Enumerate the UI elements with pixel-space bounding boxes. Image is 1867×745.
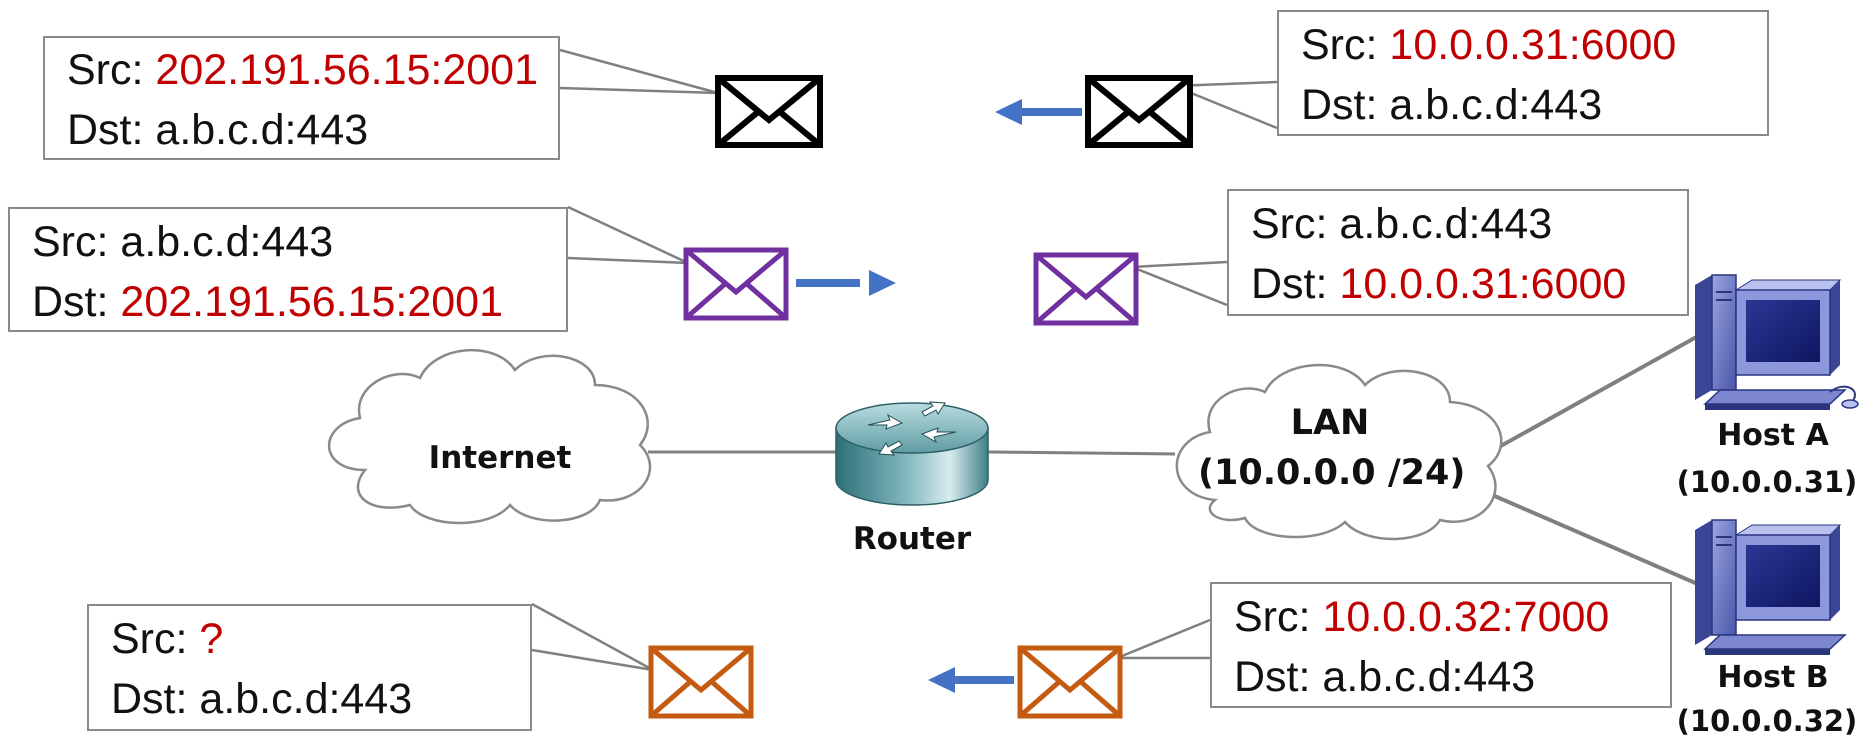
src-label: Src:: [111, 615, 200, 663]
dst-label: Dst:: [1234, 653, 1323, 701]
callout-outbound-original: Src: 10.0.0.31:6000 Dst: a.b.c.d:443: [1277, 10, 1769, 136]
envelope-icon: [1085, 75, 1193, 148]
callout-outbound-translated: Src: 202.191.56.15:2001 Dst: a.b.c.d:443: [43, 36, 560, 160]
src-line: Src: a.b.c.d:443: [32, 212, 566, 272]
callout-inbound-reply: Src: a.b.c.d:443 Dst: 202.191.56.15:2001: [8, 207, 568, 332]
dst-line: Dst: 202.191.56.15:2001: [32, 272, 566, 332]
dst-label: Dst:: [1301, 81, 1390, 129]
dst-value: a.b.c.d:443: [199, 675, 413, 723]
envelope-icon: [683, 247, 789, 321]
callout-connectors: [531, 48, 1278, 672]
host-b-computer-icon: [1695, 519, 1847, 655]
src-value: 10.0.0.32:7000: [1322, 593, 1610, 641]
src-label: Src:: [1301, 21, 1390, 69]
dst-line: Dst: a.b.c.d:443: [111, 669, 530, 729]
src-label: Src:: [1251, 200, 1340, 248]
arrow-left-icon: [995, 99, 1082, 125]
envelope-icon: [648, 645, 754, 719]
internet-cloud-icon: [327, 348, 652, 525]
envelope-icon: [1033, 252, 1139, 326]
router-label: Router: [852, 521, 972, 557]
src-label: Src:: [1234, 593, 1323, 641]
dst-value: 202.191.56.15:2001: [120, 278, 503, 326]
envelope-icon: [1017, 645, 1123, 719]
dst-value: 10.0.0.31:6000: [1339, 260, 1627, 308]
router-lan-link: [987, 450, 1176, 456]
host-a-name-label: Host A: [1717, 418, 1829, 453]
src-value: 10.0.0.31:6000: [1389, 21, 1677, 69]
dst-line: Dst: a.b.c.d:443: [67, 100, 558, 160]
dst-line: Dst: a.b.c.d:443: [1301, 75, 1767, 135]
src-value: a.b.c.d:443: [120, 218, 334, 266]
src-label: Src:: [67, 46, 156, 94]
src-line: Src: ?: [111, 609, 530, 669]
dst-value: a.b.c.d:443: [155, 106, 369, 154]
src-line: Src: 10.0.0.32:7000: [1234, 587, 1670, 647]
callout-question-original: Src: 10.0.0.32:7000 Dst: a.b.c.d:443: [1210, 582, 1672, 708]
lan-label: LAN: [1290, 403, 1370, 443]
src-value: ?: [199, 615, 224, 663]
envelope-icon: [715, 75, 823, 148]
callout-inbound-translated: Src: a.b.c.d:443 Dst: 10.0.0.31:6000: [1227, 189, 1689, 316]
src-line: Src: 10.0.0.31:6000: [1301, 15, 1767, 75]
src-label: Src:: [32, 218, 121, 266]
host-b-name-label: Host B: [1717, 660, 1829, 695]
dst-line: Dst: 10.0.0.31:6000: [1251, 254, 1687, 314]
src-line: Src: a.b.c.d:443: [1251, 194, 1687, 254]
arrow-left-icon: [928, 667, 1014, 693]
host-a-ip-label: (10.0.0.31): [1676, 465, 1858, 499]
dst-label: Dst:: [67, 106, 156, 154]
dst-line: Dst: a.b.c.d:443: [1234, 647, 1670, 707]
lan-host-a-link: [1489, 333, 1701, 454]
dst-label: Dst:: [1251, 260, 1340, 308]
dst-label: Dst:: [111, 675, 200, 723]
src-value: a.b.c.d:443: [1339, 200, 1553, 248]
arrow-right-icon: [796, 270, 896, 296]
dst-value: a.b.c.d:443: [1322, 653, 1536, 701]
lan-host-b-link: [1489, 492, 1701, 587]
host-a-computer-icon: [1695, 274, 1859, 410]
host-b-ip-label: (10.0.0.32): [1676, 704, 1858, 738]
lan-subnet-label: (10.0.0.0 /24): [1198, 453, 1466, 493]
internet-label: Internet: [428, 440, 572, 476]
lan-cloud-icon: [1175, 363, 1503, 541]
dst-label: Dst:: [32, 278, 121, 326]
src-value: 202.191.56.15:2001: [155, 46, 538, 94]
callout-question-translated: Src: ? Dst: a.b.c.d:443: [87, 604, 532, 731]
router-icon: [835, 401, 989, 506]
dst-value: a.b.c.d:443: [1389, 81, 1603, 129]
src-line: Src: 202.191.56.15:2001: [67, 40, 558, 100]
